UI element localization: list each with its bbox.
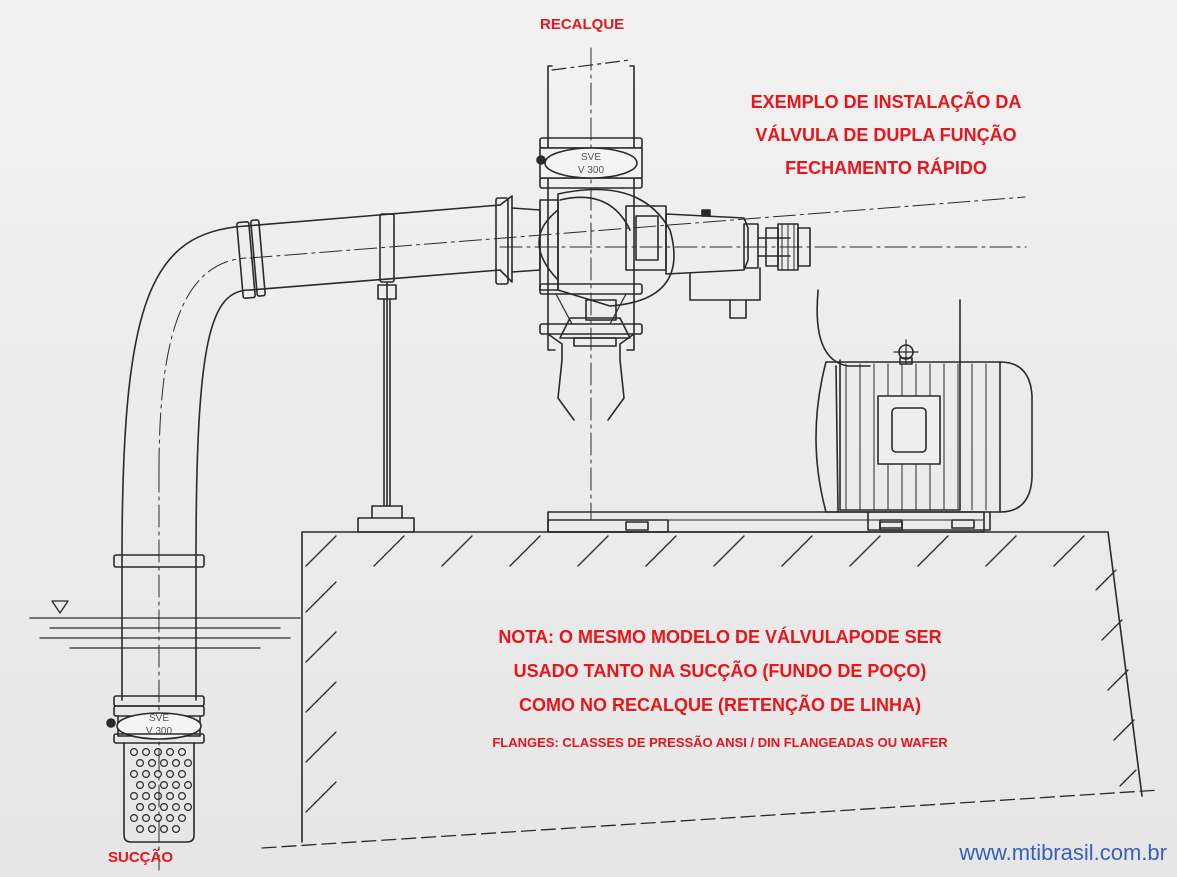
motor-body [815, 339, 1033, 531]
horizontal-suction-line [236, 195, 1026, 533]
website-link[interactable]: www.mtibrasil.com.br [959, 840, 1167, 865]
water-level [29, 600, 301, 649]
discharge-check-valve [536, 147, 643, 179]
discharge-valve-tag-line2: V 300 [578, 165, 605, 176]
title-line-2: VÁLVULA DE DUPLA FUNÇÃO [755, 125, 1017, 145]
discharge-valve-tag-line1: SVE [581, 152, 601, 163]
discharge-pipe [539, 47, 669, 533]
note-line-3: COMO NO RECALQUE (RETENÇÃO DE LINHA) [519, 695, 921, 715]
title-line-1: EXEMPLO DE INSTALAÇÃO DA [750, 92, 1022, 112]
suction-valve-tag-line2: V 300 [146, 726, 173, 737]
title-line-3: FECHAMENTO RÁPIDO [785, 158, 987, 178]
suction-pipe [113, 225, 251, 871]
diagram-title: EXEMPLO DE INSTALAÇÃO DA VÁLVULA DE DUPL… [676, 86, 1096, 185]
note-line-2: USADO TANTO NA SUCÇÃO (FUNDO DE POÇO) [513, 661, 927, 681]
installation-note: NOTA: O MESMO MODELO DE VÁLVULAPODE SER … [370, 620, 1070, 750]
flanges-note: FLANGES: CLASSES DE PRESSÃO ANSI / DIN F… [492, 735, 948, 750]
suction-check-valve [106, 705, 205, 744]
centrifugal-pump [538, 188, 811, 347]
suction-valve-tag-line1: SVE [149, 713, 169, 724]
suction-strainer [123, 742, 195, 843]
pump-base-plate [547, 511, 985, 533]
discharge-label: RECALQUE [540, 16, 625, 33]
note-line-1: NOTA: O MESMO MODELO DE VÁLVULAPODE SER [498, 627, 942, 647]
suction-label: SUCÇÃO [108, 849, 174, 866]
